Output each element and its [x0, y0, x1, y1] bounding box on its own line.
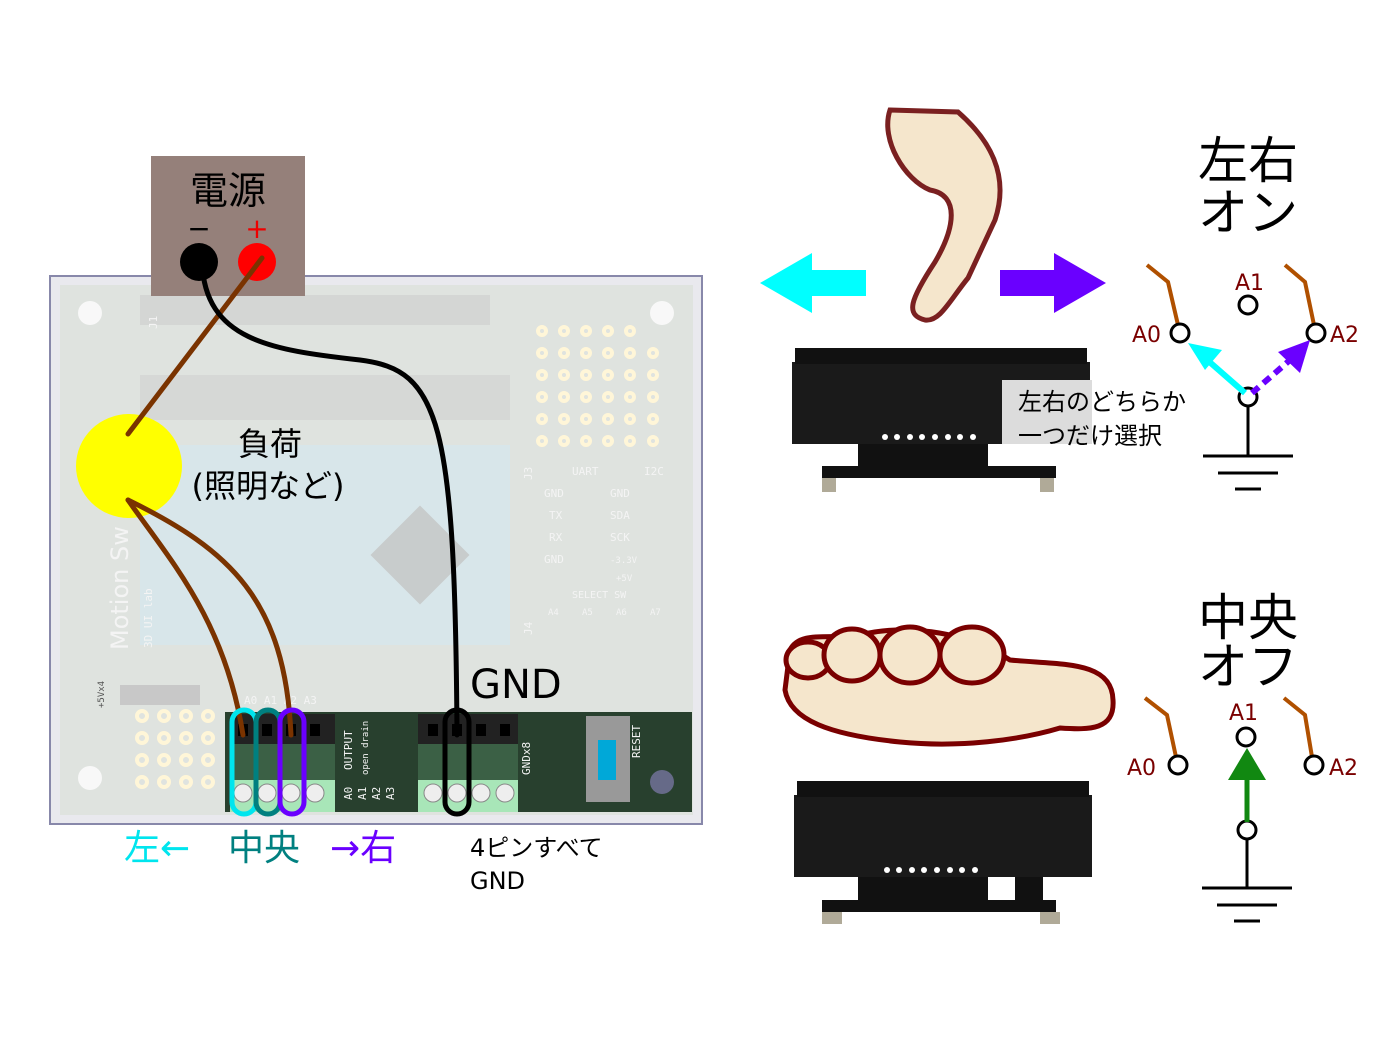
output-top-label: A0 A1 A2 A3 — [244, 694, 317, 707]
power-title: 電源 — [190, 169, 266, 213]
brand-label: Motion Sw — [106, 526, 134, 650]
j1-label: J1 — [147, 316, 160, 329]
all-gnd-label-1: 4ピンすべて — [470, 834, 603, 862]
j3-label: J3 — [522, 467, 535, 480]
output-pin-label: A3 — [384, 787, 397, 800]
arrow-right-icon — [1000, 253, 1106, 313]
open-drain-label: open drain — [361, 721, 371, 775]
fingertips — [783, 624, 1007, 686]
pin-loops — [229, 707, 472, 817]
output-pin-label: A0 — [342, 787, 355, 800]
center-label: 中央 — [228, 828, 300, 869]
uart-pin-label: RX — [549, 531, 563, 544]
arrow-head-up-icon — [1228, 748, 1266, 780]
arrow-head-right-icon — [1278, 340, 1310, 373]
select-pin-label: A4 — [548, 608, 559, 618]
select-sw-label: SELECT SW — [572, 590, 627, 601]
i2c-label: I2C — [644, 465, 664, 478]
uart-pin-label: GND — [544, 553, 564, 566]
load-sub-label: (照明など) — [192, 467, 345, 505]
uart-pin-label: GND — [544, 487, 564, 500]
lab-label: 3D UI lab — [142, 588, 155, 648]
plus-label: + — [245, 212, 268, 245]
proto-holes — [135, 325, 659, 789]
output-label: OUTPUT — [342, 730, 355, 770]
minus-label: − — [187, 212, 210, 245]
switch-schematic-off — [1143, 696, 1325, 923]
all-gnd-label-2: GND — [470, 867, 525, 895]
select-pin-label: A6 — [616, 608, 627, 618]
off-a0-label: A0 — [1127, 756, 1156, 781]
v5x4-label: +5Vx4 — [97, 681, 107, 708]
i2c-pin-label: -3.3V — [610, 556, 638, 566]
i2c-pin-label: GND — [610, 487, 630, 500]
off-a2-label: A2 — [1329, 756, 1358, 781]
arrow-head-left-icon — [1188, 343, 1222, 370]
j4-label: J4 — [522, 621, 535, 635]
select-pin-label: A5 — [582, 608, 593, 618]
arrow-left-icon — [760, 253, 866, 313]
right-label: →右 — [330, 828, 396, 869]
i2c-pin-label: +5V — [616, 574, 633, 584]
output-pin-label: A1 — [356, 787, 369, 800]
left-label: 左← — [124, 828, 190, 869]
wires — [125, 255, 460, 738]
sensor-module-bottom — [794, 781, 1092, 924]
i2c-pin-label: SCK — [610, 531, 630, 544]
select-pin-label: A7 — [650, 608, 661, 618]
load-label: 負荷 — [238, 425, 302, 463]
off-title-1: 中央 — [1198, 589, 1298, 647]
on-note-1: 左右のどちらか — [1018, 388, 1186, 416]
on-title-2: オン — [1198, 184, 1298, 242]
output-pin-label: A2 — [370, 787, 383, 800]
off-a1-label: A1 — [1229, 701, 1258, 726]
reset-label: RESET — [630, 725, 643, 758]
on-a1-label: A1 — [1235, 271, 1264, 296]
on-title-1: 左右 — [1198, 132, 1298, 190]
pointing-finger-icon — [885, 107, 1003, 323]
gnd-label: GND — [470, 662, 562, 708]
on-a0-label: A0 — [1132, 323, 1161, 348]
off-title-2: オフ — [1198, 638, 1298, 696]
switch-schematic-on — [1145, 263, 1327, 491]
load-lamp — [76, 414, 182, 518]
minus-terminal — [180, 243, 218, 281]
on-a2-label: A2 — [1330, 323, 1359, 348]
controller-board: J1 J3 J4 UART I2C GND TX RX GND GND SDA … — [49, 275, 703, 825]
sensor-module-top — [792, 348, 1092, 492]
gndx8-label: GNDx8 — [520, 742, 533, 775]
power-supply: 電源 − + — [151, 156, 305, 296]
on-note-2: 一つだけ選択 — [1018, 422, 1162, 450]
uart-pin-label: TX — [549, 509, 563, 522]
uart-label: UART — [572, 465, 599, 478]
i2c-pin-label: SDA — [610, 509, 630, 522]
